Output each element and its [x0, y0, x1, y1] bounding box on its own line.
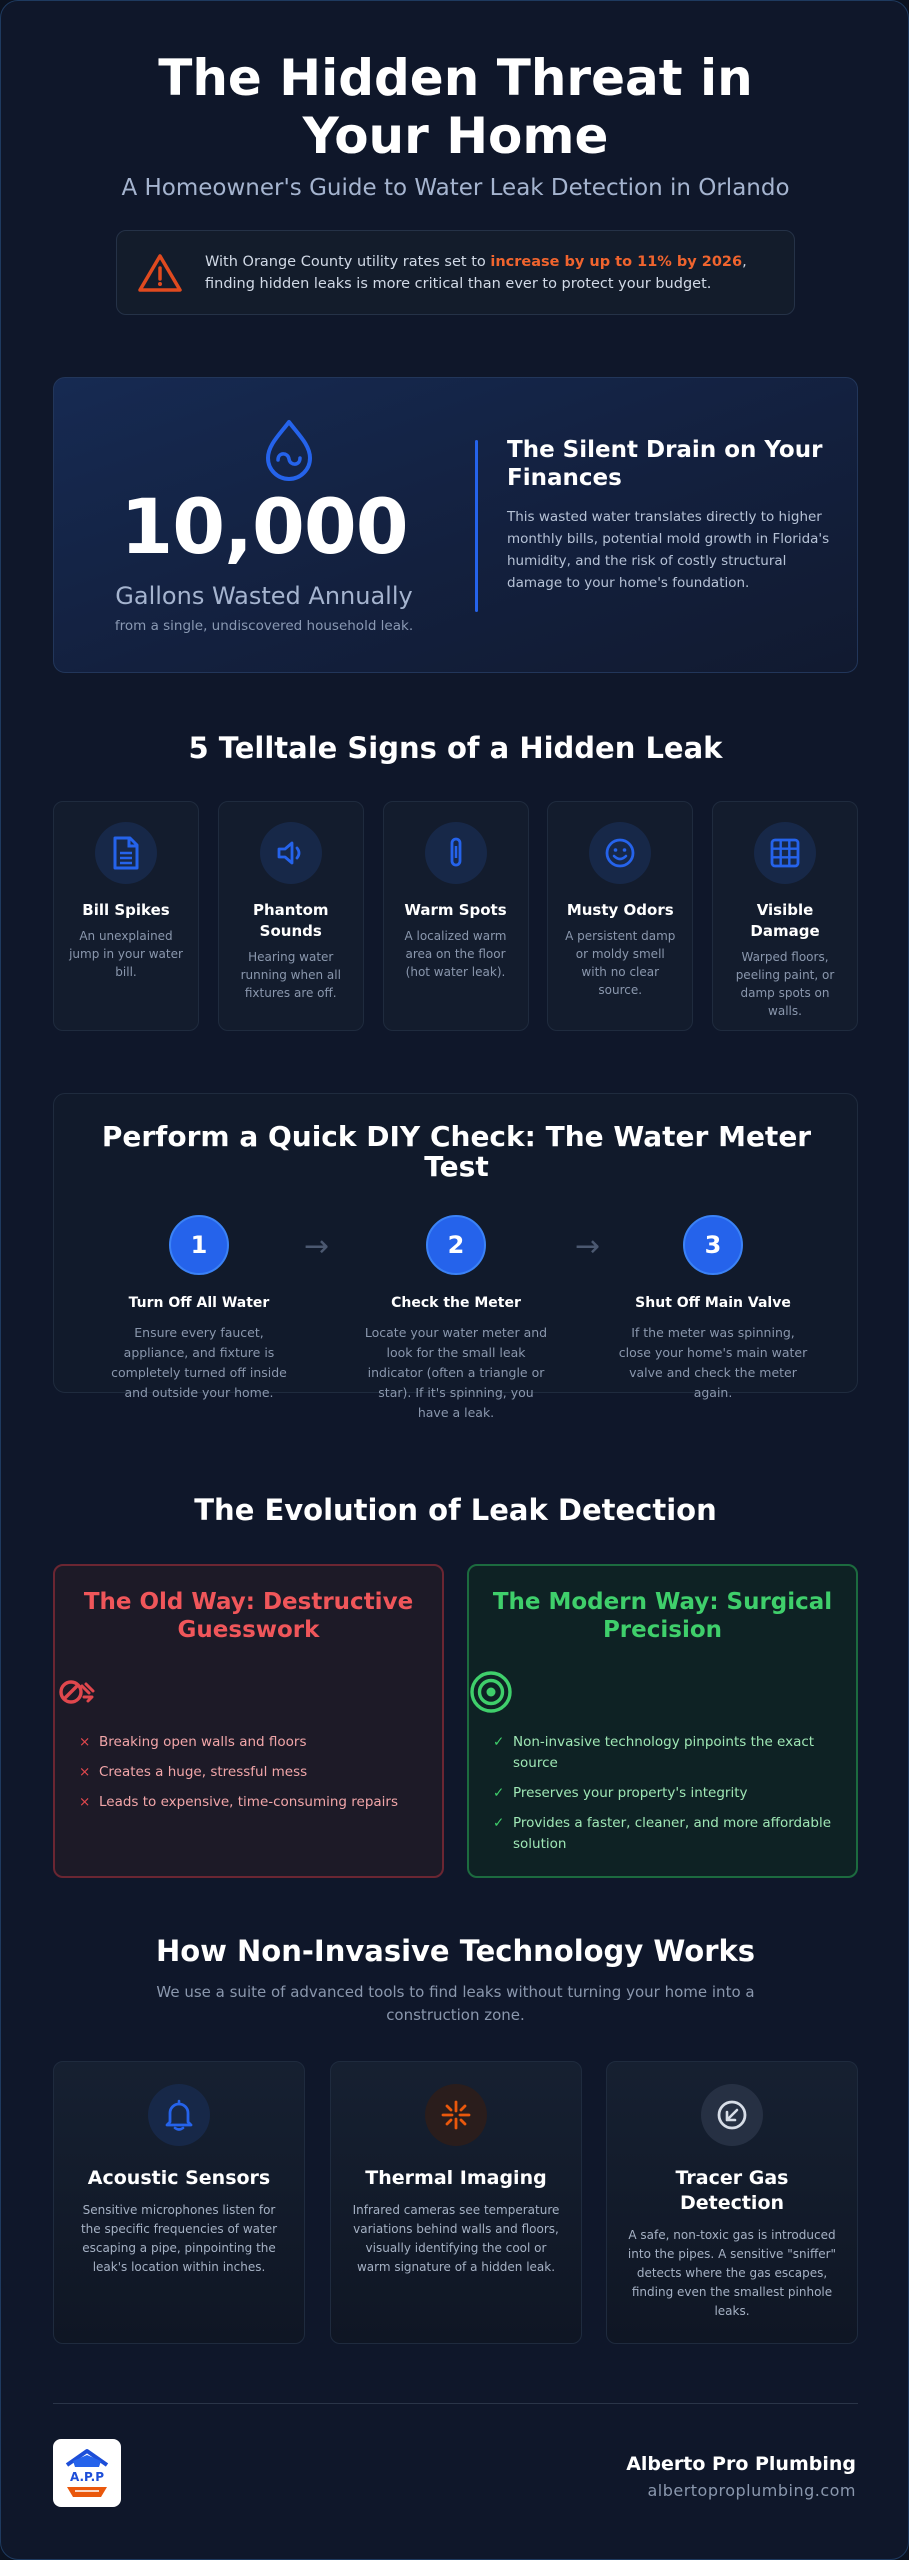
sign-card: Bill Spikes An unexplained jump in your … — [53, 801, 199, 1031]
x-icon: × — [79, 1734, 91, 1750]
sign-desc: Hearing water running when all fixtures … — [240, 950, 341, 1000]
x-icon: × — [79, 1764, 91, 1780]
page-subtitle: A Homeowner's Guide to Water Leak Detect… — [121, 175, 790, 201]
tech-heading: How Non-Invasive Technology Works — [155, 1934, 756, 1968]
divider — [475, 440, 478, 612]
bell-icon — [165, 2099, 193, 2131]
document-icon — [113, 836, 139, 870]
list-item: ×Breaking open walls and floors — [79, 1732, 418, 1753]
target-icon — [470, 1671, 512, 1713]
company-name: Alberto Pro Plumbing — [626, 2453, 856, 2475]
page-title: The Hidden Threat in Your Home — [158, 49, 753, 165]
speaker-icon — [277, 841, 301, 865]
company-logo: A.P.P — [53, 2439, 121, 2507]
step-desc: Ensure every faucet, appliance, and fixt… — [111, 1325, 287, 1400]
hammer-broken-icon — [59, 1680, 95, 1704]
sign-desc: Warped floors, peeling paint, or damp sp… — [735, 950, 835, 1018]
tech-name: Thermal Imaging — [365, 2167, 547, 2189]
step-number: 1 — [169, 1215, 229, 1275]
sparkle-icon — [441, 2100, 471, 2130]
x-icon: × — [79, 1794, 91, 1810]
list-item: ✓Provides a faster, cleaner, and more af… — [493, 1813, 832, 1855]
stat-body: This wasted water translates directly to… — [507, 509, 830, 591]
tech-card: Tracer Gas Detection A safe, non-toxic g… — [606, 2061, 858, 2344]
tech-desc: Sensitive microphones listen for the spe… — [80, 2203, 278, 2274]
list-item: ✓Preserves your property's integrity — [493, 1783, 832, 1804]
company-url[interactable]: albertoproplumbing.com — [647, 2481, 856, 2500]
signs-heading: 5 Telltale Signs of a Hidden Leak — [188, 731, 723, 765]
arrow-down-left-circle-icon — [717, 2100, 747, 2130]
sign-name: Phantom Sounds — [252, 901, 329, 940]
stat-label: Gallons Wasted Annually — [115, 582, 413, 610]
tech-card: Thermal Imaging Infrared cameras see tem… — [330, 2061, 582, 2344]
sign-card: Visible Damage Warped floors, peeling pa… — [712, 801, 858, 1031]
step-title: Shut Off Main Valve — [635, 1295, 791, 1311]
thermometer-icon — [450, 837, 461, 867]
tech-subtitle: We use a suite of advanced tools to find… — [156, 1983, 755, 2024]
signs-list: Bill Spikes An unexplained jump in your … — [53, 801, 858, 1031]
sign-desc: An unexplained jump in your water bill. — [69, 929, 183, 979]
evolution-heading: The Evolution of Leak Detection — [194, 1493, 717, 1527]
sign-desc: A persistent damp or moldy smell with no… — [565, 929, 676, 997]
step-desc: Locate your water meter and look for the… — [364, 1325, 548, 1420]
list-item: ×Creates a huge, stressful mess — [79, 1762, 418, 1783]
step-number: 3 — [683, 1215, 743, 1275]
diy-step: 1 Turn Off All Water Ensure every faucet… — [104, 1215, 294, 1403]
step-desc: If the meter was spinning, close your ho… — [618, 1325, 808, 1400]
arrow-right-icon: → — [575, 1229, 601, 1264]
sign-name: Bill Spikes — [82, 901, 170, 919]
footer-divider — [53, 2403, 858, 2404]
alert-highlight: increase by up to 11% by 2026 — [490, 253, 743, 270]
diy-step: 2 Check the Meter Locate your water mete… — [361, 1215, 551, 1423]
tech-name: Acoustic Sensors — [87, 2167, 271, 2189]
diy-check-section: Perform a Quick DIY Check: The Water Met… — [53, 1093, 858, 1420]
diy-step: 3 Shut Off Main Valve If the meter was s… — [618, 1215, 808, 1403]
old-way-title: The Old Way: Destructive Guesswork — [83, 1589, 414, 1643]
sign-card: Warm Spots A localized warm area on the … — [382, 801, 529, 1031]
sign-card: Musty Odors A persistent damp or moldy s… — [547, 801, 694, 1031]
warning-icon — [138, 253, 182, 292]
alert-text: With Orange County utility rates set to … — [205, 253, 747, 292]
modern-way-card: The Modern Way: Surgical Precision ✓Non-… — [467, 1564, 858, 1878]
tech-desc: A safe, non-toxic gas is introduced into… — [627, 2228, 837, 2318]
old-way-list: ×Breaking open walls and floors ×Creates… — [55, 1732, 442, 1813]
svg-text:A.P.P: A.P.P — [70, 2470, 104, 2484]
check-icon: ✓ — [493, 1734, 505, 1750]
smiley-icon — [605, 838, 635, 868]
tech-card: Acoustic Sensors Sensitive microphones l… — [53, 2061, 305, 2344]
modern-way-title: The Modern Way: Surgical Precision — [492, 1589, 833, 1643]
check-icon: ✓ — [493, 1815, 505, 1831]
modern-way-list: ✓Non-invasive technology pinpoints the e… — [469, 1732, 856, 1855]
old-way-card: The Old Way: Destructive Guesswork ×Brea… — [53, 1564, 444, 1878]
list-item: ×Leads to expensive, time-consuming repa… — [79, 1792, 418, 1813]
sign-name: Warm Spots — [404, 901, 507, 919]
stat-card: 10,000 Gallons Wasted Annually from a si… — [53, 377, 858, 673]
diy-heading: Perform a Quick DIY Check: The Water Met… — [101, 1120, 812, 1183]
tech-desc: Infrared cameras see temperature variati… — [352, 2203, 560, 2274]
sign-card: Phantom Sounds Hearing water running whe… — [217, 801, 364, 1031]
list-item: ✓Non-invasive technology pinpoints the e… — [493, 1732, 832, 1774]
grid-icon — [770, 838, 800, 868]
stat-number: 10,000 — [120, 482, 408, 571]
stat-sublabel: from a single, undiscovered household le… — [114, 618, 414, 634]
arrow-right-icon: → — [304, 1229, 330, 1264]
step-title: Check the Meter — [391, 1295, 521, 1311]
sign-desc: A localized warm area on the floor (hot … — [404, 929, 507, 979]
tech-name: Tracer Gas Detection — [675, 2167, 789, 2214]
sign-name: Visible Damage — [750, 901, 820, 940]
check-icon: ✓ — [493, 1785, 505, 1801]
stat-heading: The Silent Drain on Your Finances — [507, 437, 823, 491]
step-title: Turn Off All Water — [128, 1295, 270, 1311]
sign-name: Musty Odors — [566, 901, 674, 919]
rate-alert-banner: With Orange County utility rates set to … — [116, 230, 795, 315]
step-number: 2 — [426, 1215, 486, 1275]
water-drop-icon — [266, 420, 312, 481]
